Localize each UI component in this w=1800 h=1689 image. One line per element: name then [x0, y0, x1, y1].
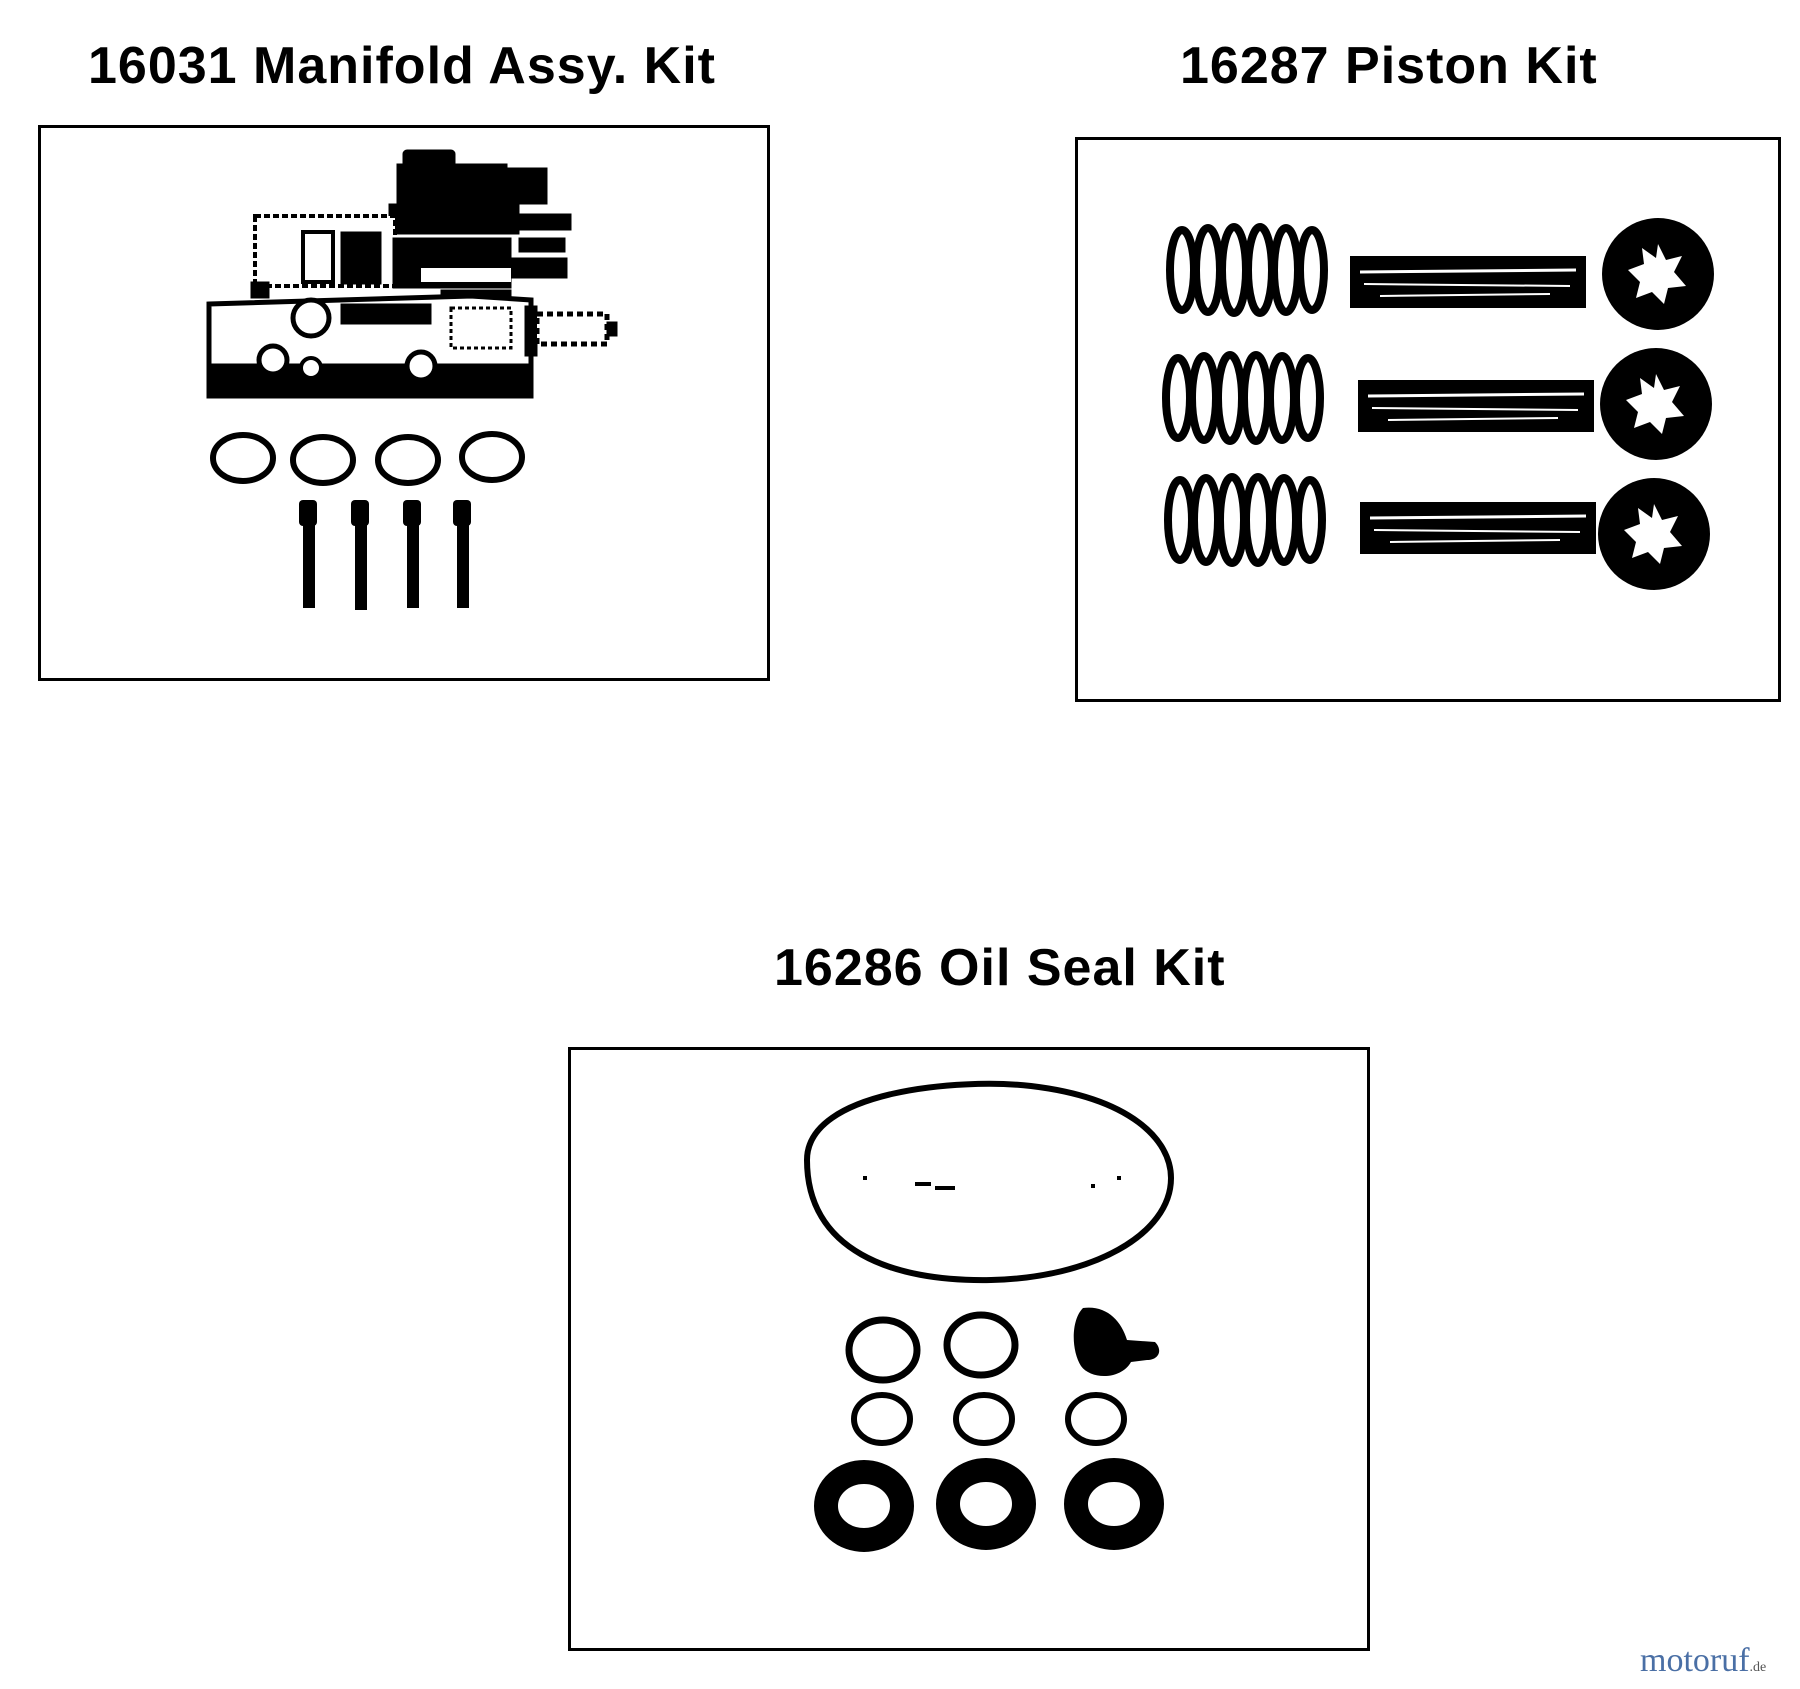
- manifold-kit-title: 16031 Manifold Assy. Kit: [88, 37, 716, 95]
- o-ring-part: [290, 434, 356, 486]
- manifold-kit-panel: [38, 125, 770, 681]
- manifold-assembly-illustration: [206, 149, 618, 610]
- oil-seal-kit-panel: [568, 1047, 1370, 1651]
- seal-ring-part: [943, 1311, 1019, 1379]
- small-o-ring-part: [1065, 1392, 1127, 1446]
- large-gasket-part: [803, 1080, 1175, 1284]
- spring-part: [1164, 348, 1326, 448]
- bolt-part: [453, 500, 471, 526]
- oil-seal-part: [814, 1460, 914, 1552]
- o-ring-part: [375, 434, 441, 486]
- piston-kit-illustration: [1078, 140, 1714, 590]
- bolt-part: [403, 500, 421, 526]
- oil-seal-part: [936, 1458, 1036, 1550]
- motoruf-watermark-logo: motoruf.de: [1640, 1642, 1767, 1679]
- piston-set-3: [1166, 470, 1710, 590]
- piston-rod-part: [1348, 254, 1588, 310]
- piston-set-2: [1164, 348, 1712, 460]
- star-washer-part: [1600, 348, 1712, 460]
- bolt-part: [299, 500, 317, 526]
- oil-seal-kit-illustration: [803, 1080, 1175, 1552]
- oil-seal-kit-title: 16286 Oil Seal Kit: [774, 939, 1226, 997]
- small-o-ring-part: [851, 1392, 913, 1446]
- star-washer-part: [1598, 478, 1710, 590]
- seal-ring-part: [845, 1316, 921, 1384]
- spring-part: [1166, 470, 1328, 570]
- star-washer-part: [1602, 218, 1714, 330]
- small-o-ring-part: [953, 1392, 1015, 1446]
- check-valve-part: [1073, 1307, 1160, 1377]
- piston-rod-part: [1358, 500, 1598, 556]
- piston-kit-panel: [1075, 137, 1781, 702]
- spring-part: [1168, 220, 1330, 320]
- piston-set-1: [1168, 218, 1714, 330]
- bolt-part: [351, 500, 369, 526]
- o-ring-part: [459, 431, 525, 483]
- oil-seal-part: [1064, 1458, 1164, 1550]
- piston-rod-part: [1356, 378, 1596, 434]
- o-ring-part: [210, 432, 276, 484]
- piston-kit-title: 16287 Piston Kit: [1180, 37, 1598, 95]
